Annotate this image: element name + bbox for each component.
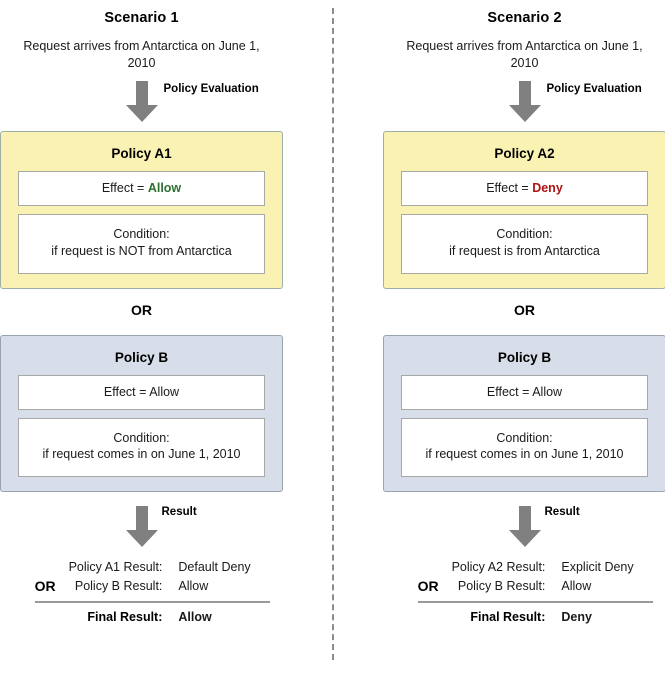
result-summary: Policy A2 Result: Explicit Deny OR Polic…	[383, 558, 665, 626]
policy-a-effect-value: Deny	[532, 181, 563, 195]
policy-b-name: Policy B	[114, 349, 169, 365]
policy-a-condition-title: Condition:	[496, 226, 553, 241]
scenario-title: Scenario 2	[487, 10, 562, 26]
rule-cell	[34, 596, 69, 604]
scenario-column-2: Scenario 2 Request arrives from Antarcti…	[383, 0, 665, 626]
rule-cell	[451, 596, 562, 604]
final-result-label: Final Result:	[470, 610, 546, 625]
policy-a-name: Policy A2	[494, 146, 555, 161]
result-arrow-block: Result	[383, 506, 665, 554]
or-separator: OR	[514, 301, 535, 318]
result-arrow-block: Result	[0, 506, 283, 554]
policy-a-box: Policy A1 Effect = Allow Condition: if r…	[0, 131, 283, 289]
policy-a-effect-prefix: Effect =	[486, 181, 533, 195]
policy-b-effect-value: Allow	[532, 384, 563, 399]
scenario-request-description: Request arrives from Antarctica on June …	[23, 39, 260, 70]
table-row: Policy A2 Result: Explicit Deny	[418, 558, 654, 576]
table-row: OR Policy B Result: Allow	[418, 576, 654, 596]
table-row: Policy A1 Result: Default Deny	[35, 558, 271, 576]
scenario-column-1: Scenario 1 Request arrives from Antarcti…	[0, 0, 283, 626]
or-separator: OR	[131, 301, 152, 318]
policy-evaluation-arrow-block: Policy Evaluation	[0, 81, 283, 125]
policy-evaluation-label: Policy Evaluation	[163, 83, 259, 95]
policy-evaluation-label: Policy Evaluation	[546, 83, 642, 95]
policy-b-condition-text: if request comes in on June 1, 2010	[42, 447, 241, 462]
policy-b-result-value: Allow	[561, 579, 592, 594]
policy-b-condition-title: Condition:	[113, 430, 170, 445]
policy-a-condition-row: Condition: if request is NOT from Antarc…	[18, 213, 265, 274]
scenario-title: Scenario 1	[104, 10, 179, 26]
down-arrow-icon	[125, 506, 158, 548]
or-cell-empty	[418, 558, 452, 576]
down-arrow-icon	[125, 81, 158, 122]
policy-b-condition-title: Condition:	[496, 430, 553, 445]
result-label: Result	[161, 506, 197, 519]
final-result-label: Final Result:	[87, 610, 163, 625]
policy-a-effect-row: Effect = Allow	[18, 171, 265, 206]
rule-cell	[417, 596, 452, 604]
result-summary: Policy A1 Result: Default Deny OR Policy…	[0, 558, 283, 626]
policy-b-effect-prefix: Effect =	[486, 384, 533, 399]
table-row-final: Final Result: Deny	[418, 602, 654, 626]
table-row: OR Policy B Result: Allow	[35, 576, 271, 596]
result-label: Result	[544, 506, 580, 519]
policy-a-condition-text: if request is from Antarctica	[449, 243, 600, 258]
policy-a-condition-text: if request is NOT from Antarctica	[51, 243, 232, 258]
policy-b-result-value: Allow	[178, 579, 209, 594]
policy-b-effect-row: Effect = Allow	[401, 374, 648, 410]
policy-b-condition-row: Condition: if request comes in on June 1…	[18, 417, 265, 478]
final-result-value: Allow	[178, 610, 212, 625]
policy-a-effect-prefix: Effect =	[101, 181, 148, 195]
result-table: Policy A2 Result: Explicit Deny OR Polic…	[417, 558, 654, 626]
rule-cell	[68, 596, 179, 604]
table-divider-rule	[34, 596, 271, 604]
or-operator-label: OR	[34, 578, 56, 595]
policy-b-condition-row: Condition: if request comes in on June 1…	[401, 417, 648, 478]
policy-a-effect-value: Allow	[147, 181, 182, 195]
policy-b-effect-prefix: Effect =	[103, 384, 150, 399]
table-divider-rule	[417, 596, 654, 604]
final-result-value: Deny	[561, 610, 592, 625]
policy-a-effect-row: Effect = Deny	[401, 171, 648, 206]
final-or-cell-empty	[35, 602, 69, 626]
policy-a-condition-title: Condition:	[113, 226, 170, 241]
policy-b-result-label: Policy B Result:	[74, 579, 163, 594]
policy-a-result-label: Policy A1 Result:	[68, 560, 163, 575]
policy-b-effect-row: Effect = Allow	[18, 374, 265, 410]
policy-a-name: Policy A1	[111, 146, 172, 161]
policy-b-name: Policy B	[497, 349, 552, 365]
or-operator-label: OR	[417, 578, 439, 595]
result-table: Policy A1 Result: Default Deny OR Policy…	[34, 558, 271, 626]
scenario-request-description: Request arrives from Antarctica on June …	[406, 39, 643, 70]
down-arrow-icon	[508, 81, 541, 122]
policy-a-result-value: Explicit Deny	[561, 560, 634, 575]
policy-a-condition-row: Condition: if request is from Antarctica	[401, 213, 648, 274]
policy-a-box: Policy A2 Effect = Deny Condition: if re…	[383, 131, 665, 289]
policy-b-box: Policy B Effect = Allow Condition: if re…	[383, 334, 665, 493]
or-cell-empty	[35, 558, 69, 576]
rule-cell	[561, 596, 654, 604]
down-arrow-icon	[508, 506, 541, 548]
policy-b-box: Policy B Effect = Allow Condition: if re…	[0, 334, 283, 493]
policy-b-condition-text: if request comes in on June 1, 2010	[425, 447, 624, 462]
policy-a-result-value: Default Deny	[178, 560, 251, 575]
policy-evaluation-arrow-block: Policy Evaluation	[383, 81, 665, 125]
policy-b-effect-value: Allow	[149, 384, 180, 399]
policy-a-result-label: Policy A2 Result:	[451, 560, 546, 575]
scenario-divider-dashed-line	[332, 8, 334, 660]
rule-cell	[178, 596, 271, 604]
policy-b-result-label: Policy B Result:	[457, 579, 546, 594]
final-or-cell-empty	[418, 602, 452, 626]
table-row-final: Final Result: Allow	[35, 602, 271, 626]
